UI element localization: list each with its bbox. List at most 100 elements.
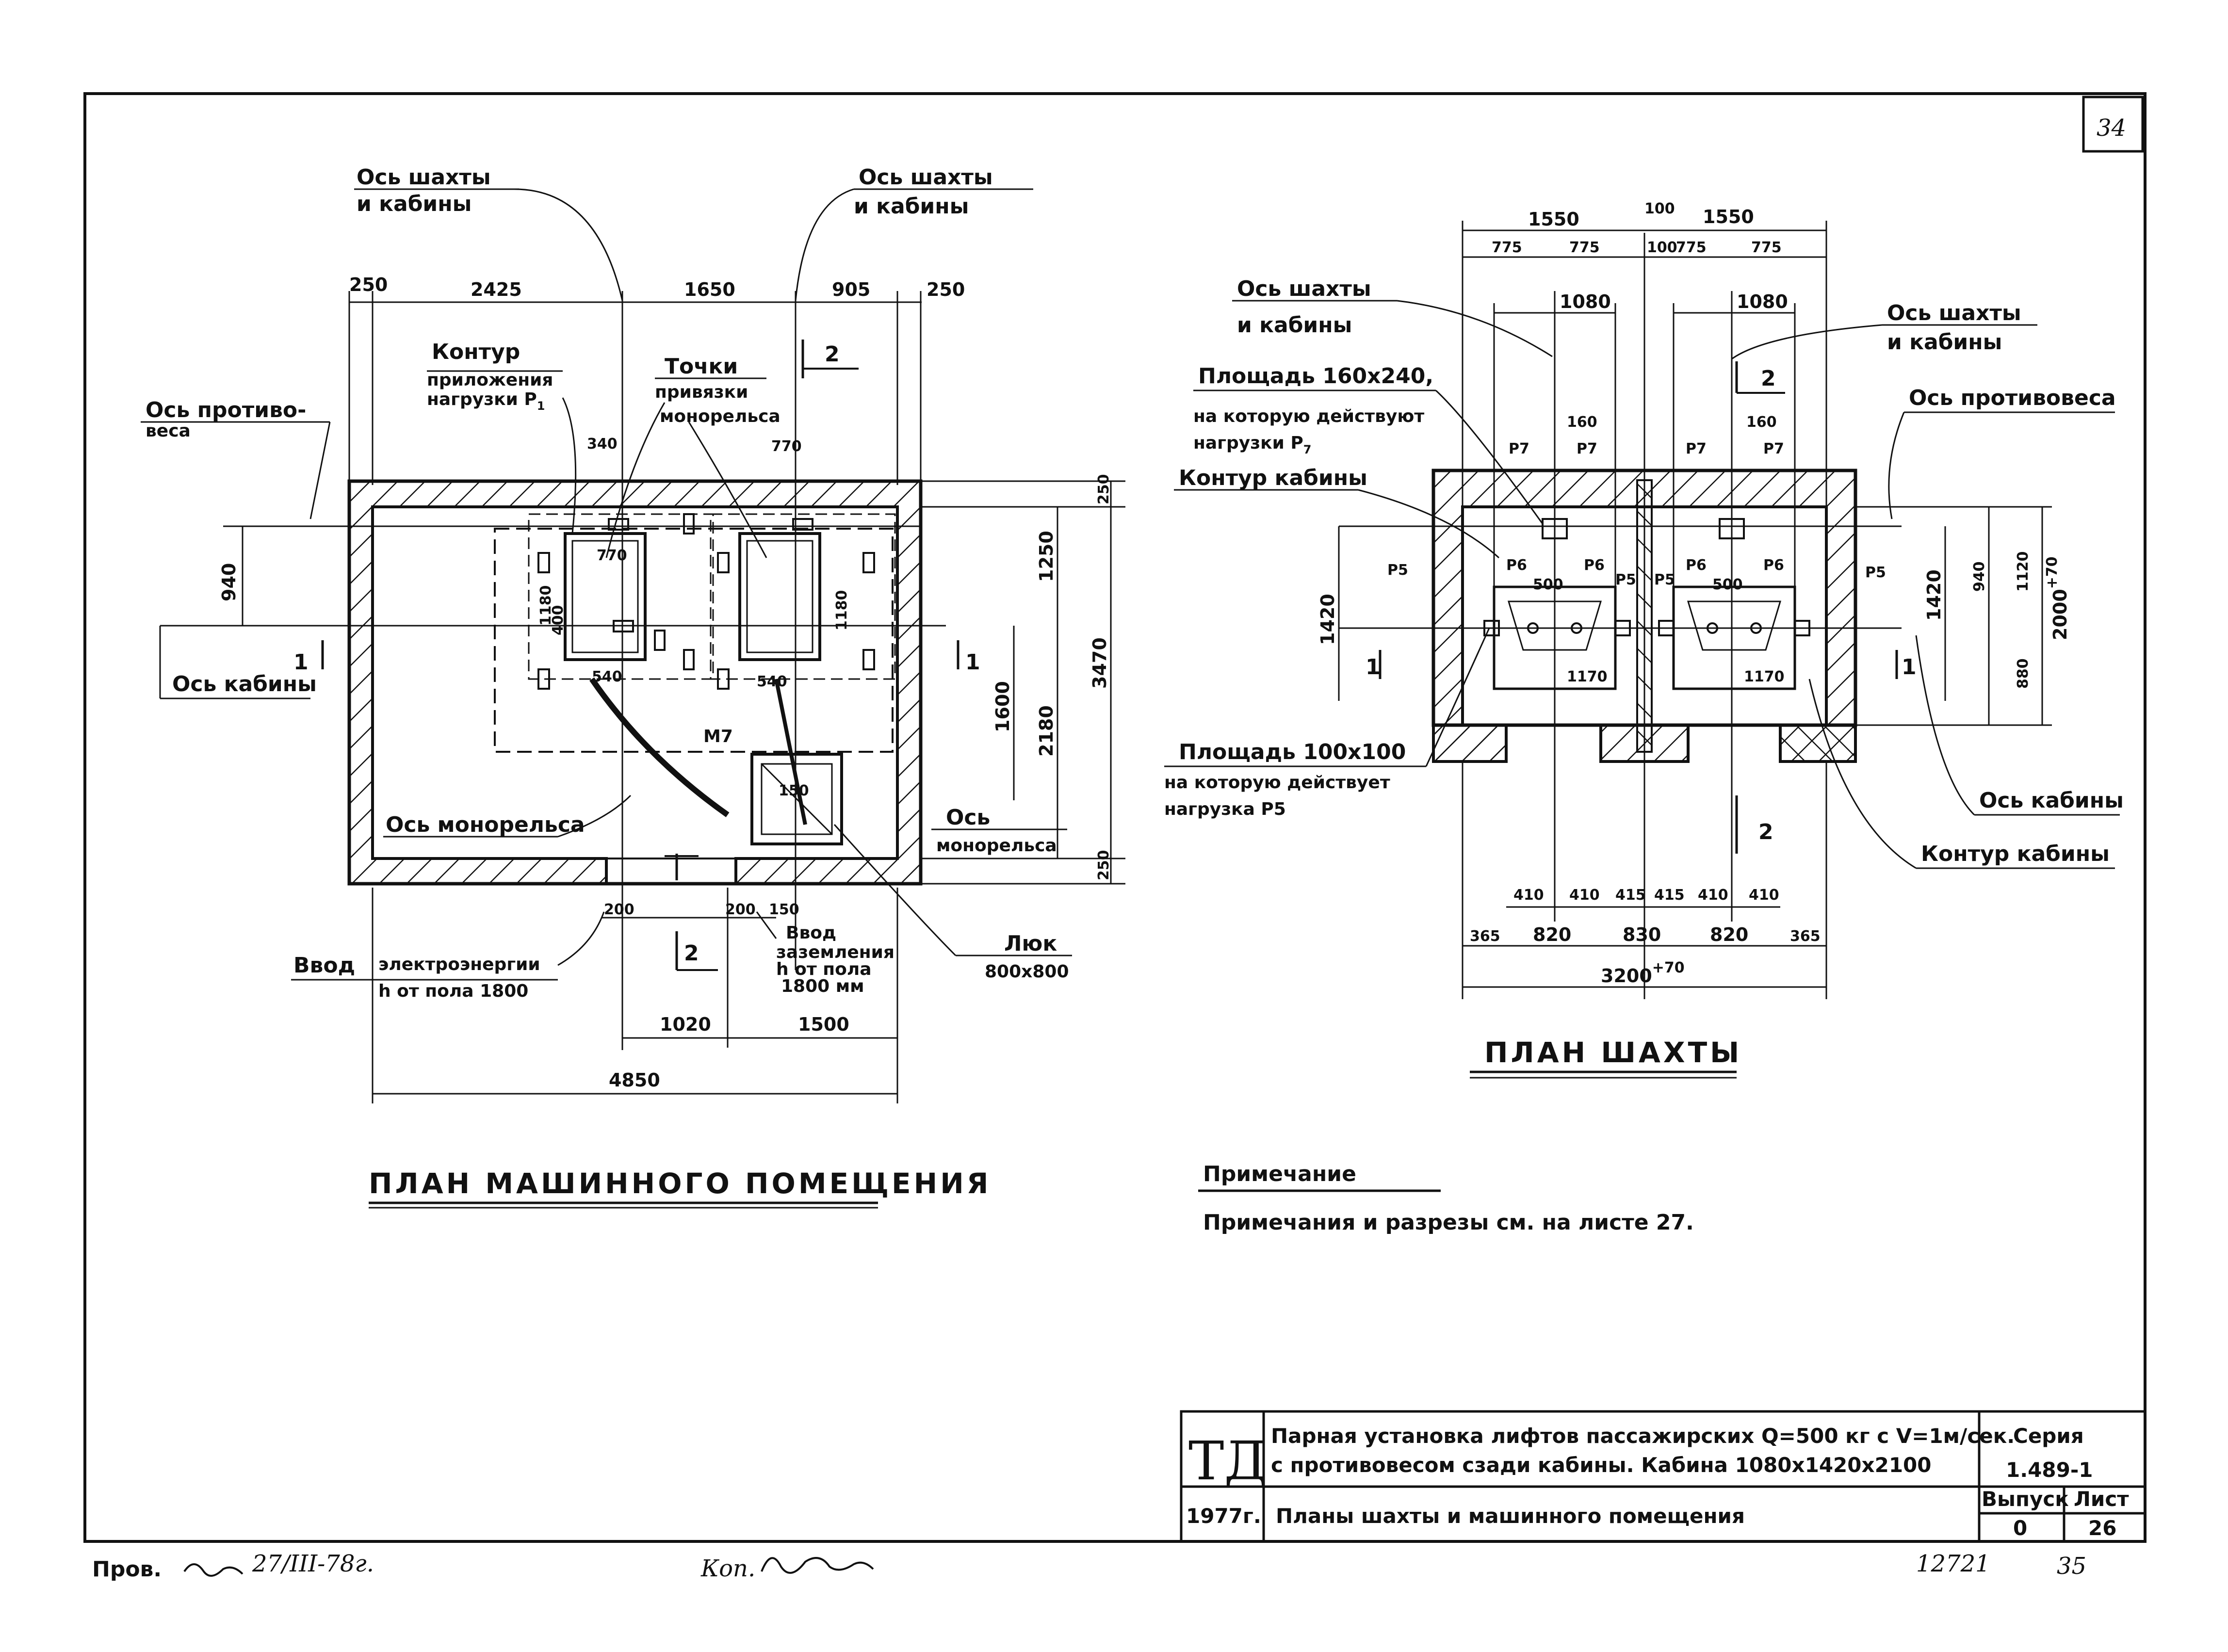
dim-inner-540-b: 540	[757, 673, 787, 690]
machine-room-plan: 250 2425 1650 905 250 200 200 150 1020 1…	[141, 165, 1125, 1209]
tb-description-2: с противовесом сзади кабины. Кабина 1080…	[1271, 1453, 1932, 1477]
sp-shaft-axis-left-1: Ось шахты	[1237, 276, 1371, 301]
dim-bottom-150: 150	[769, 901, 799, 918]
sp-cabin-axis: Ось кабины	[1979, 788, 2124, 813]
sp-dim-820-right: 820	[1710, 924, 1748, 945]
mr-load-contour-3: нагрузки P1	[427, 389, 545, 413]
mr-counterweight-axis-1: Ось противо-	[146, 398, 306, 422]
dim-inner-400-a: 400	[550, 605, 567, 635]
shaft-cabin-right	[1672, 585, 1796, 690]
tb-sheet-label: Лист	[2074, 1487, 2129, 1511]
dim-top-250-left: 250	[349, 274, 388, 295]
mr-power-input-c: h от пола 1800	[378, 981, 528, 1001]
monorail-axis-curve	[589, 677, 730, 817]
sp-dim-right-1120: 1120	[2015, 551, 2032, 592]
sp-dim-1080-right: 1080	[1737, 291, 1788, 312]
dim-right-250-top: 250	[1095, 474, 1112, 504]
sp-p6-b: P6	[1584, 557, 1605, 574]
sp-p5-c: P5	[1654, 571, 1675, 588]
sp-dim-415-a: 415	[1615, 887, 1646, 904]
sp-area-bottom-2: на которую действует	[1164, 773, 1390, 793]
sp-dim-775-d: 775	[1751, 239, 1782, 256]
sheet-number-box: 34	[2082, 96, 2144, 153]
mr-shaft-axis-left-1: Ось шахты	[357, 165, 491, 190]
sp-dim-415-b: 415	[1654, 887, 1685, 904]
dim-right-250-bottom: 250	[1095, 850, 1112, 880]
sp-section-1-left: 1	[1366, 655, 1381, 680]
dim-top-1650: 1650	[684, 279, 735, 300]
shaft-dims-right	[1855, 506, 2052, 726]
sp-dim-1170-left: 1170	[1567, 668, 1608, 685]
tb-org: ТД	[1188, 1430, 1268, 1492]
sp-p7-b: P7	[1577, 440, 1597, 457]
dim-bottom-4850: 4850	[609, 1069, 660, 1091]
mr-section-1-left: 1	[293, 650, 309, 675]
title-block	[1180, 1410, 2147, 1543]
sp-p5-b: P5	[1615, 571, 1636, 588]
tb-issue-label: Выпуск	[1982, 1487, 2069, 1511]
sp-dim-500-left: 500	[1533, 576, 1563, 593]
dimension-right	[922, 480, 1125, 885]
shaft-plan-title: ПЛАН ШАХТЫ	[1484, 1036, 1742, 1069]
note-heading: Примечание	[1203, 1162, 1356, 1186]
sp-dim-775-b: 775	[1569, 239, 1600, 256]
dim-right-2180: 2180	[1036, 705, 1057, 757]
sp-area-top-1: Площадь 160х240,	[1198, 364, 1433, 389]
dim-inner-770-b: 770	[771, 438, 802, 455]
signature-checked	[183, 1563, 244, 1577]
shaft-dims-bottom	[1462, 761, 1827, 999]
footer-checked-date: 27/III-78г.	[252, 1550, 374, 1577]
dim-left-940: 940	[218, 563, 240, 601]
sp-p5-d: P5	[1865, 564, 1886, 581]
sp-dim-3200: 3200+70	[1601, 959, 1685, 987]
sp-dim-100-top: 100	[1644, 200, 1675, 217]
sp-section-2-top: 2	[1761, 366, 1776, 391]
sp-dim-right-1420: 1420	[1923, 569, 1945, 621]
sp-dim-365-left: 365	[1470, 928, 1500, 945]
sp-dim-365-right: 365	[1790, 928, 1821, 945]
sheet-frame	[83, 92, 2147, 1543]
footer-page: 35	[2057, 1553, 2086, 1580]
tb-series: 1.489-1	[2006, 1458, 2093, 1482]
dim-inner-770-a: 770	[597, 547, 627, 564]
mr-cabin-axis: Ось кабины	[172, 672, 317, 696]
support-beams	[537, 513, 875, 690]
tb-description-1: Парная установка лифтов пассажирских Q=5…	[1271, 1424, 2015, 1448]
sp-area-bottom-1: Площадь 100х100	[1179, 740, 1406, 764]
shaft-bottom-wall-right	[1779, 724, 1857, 763]
mr-ground-input-1: Ввод	[786, 923, 836, 943]
dimension-bottom	[372, 888, 898, 1103]
sp-area-bottom-3: нагрузка P5	[1164, 799, 1286, 819]
sp-p6-c: P6	[1686, 557, 1707, 574]
dim-inner-150: 150	[779, 782, 809, 799]
sp-p7-d: P7	[1763, 440, 1784, 457]
footer-copy-label: Коп.	[700, 1555, 755, 1582]
sp-area-top-2: на которую действуют	[1193, 406, 1424, 426]
sp-section-2-bottom: 2	[1758, 820, 1773, 844]
mr-monorail-axis: Ось монорельса	[386, 812, 585, 837]
cabin-frame-left	[564, 532, 647, 661]
tb-issue: 0	[2013, 1516, 2027, 1540]
note-block: Примечание Примечания и разрезы см. на л…	[1198, 1162, 1694, 1235]
dim-inner-540-a: 540	[592, 668, 622, 685]
dimension-top	[348, 291, 922, 485]
sp-dim-160-left: 160	[1567, 414, 1597, 431]
mr-ground-input-2: заземления	[776, 942, 894, 962]
sp-p7-a: P7	[1509, 440, 1529, 457]
dim-top-250-right: 250	[927, 279, 965, 300]
mr-section-2-top: 2	[825, 342, 840, 367]
sp-p5-a: P5	[1387, 562, 1408, 579]
dim-right-3470: 3470	[1089, 637, 1110, 689]
mr-hatch-2: 800х800	[985, 962, 1069, 982]
sp-dim-410-d: 410	[1749, 887, 1779, 904]
mr-monorail-axis-right-1: Ось	[946, 805, 990, 830]
dim-bottom-1020: 1020	[660, 1014, 711, 1035]
shaft-dims-top	[1462, 221, 1827, 587]
tb-sheet-title: Планы шахты и машинного помещения	[1276, 1504, 1745, 1528]
sp-dim-410-a: 410	[1513, 887, 1544, 904]
mr-section-2-bottom: 2	[684, 941, 699, 966]
dim-bottom-200-a: 200	[604, 901, 634, 918]
mr-monorail-points-3: монорельса	[660, 406, 781, 426]
dim-right-1250: 1250	[1036, 531, 1057, 582]
